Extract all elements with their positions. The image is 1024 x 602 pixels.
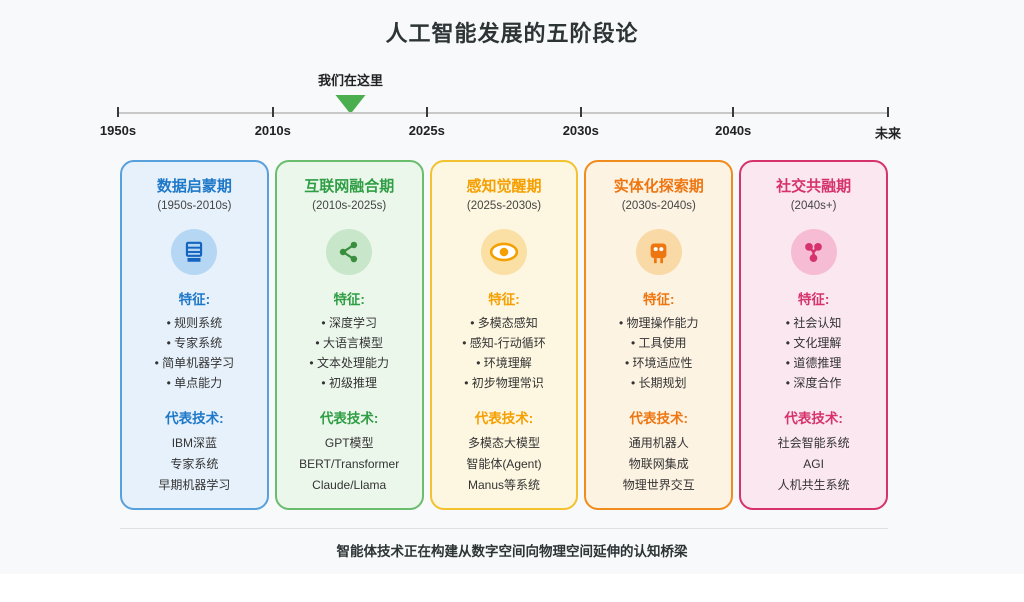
timeline-track <box>118 112 888 114</box>
features-list: 深度学习 大语言模型 文本处理能力 初级推理 <box>281 313 418 393</box>
features-heading: 特征: <box>333 292 365 307</box>
robot-icon <box>635 229 682 275</box>
feature-item: 多模态感知 <box>436 313 573 333</box>
timeline-tick <box>887 107 889 117</box>
tech-item: 智能体(Agent) <box>466 457 542 471</box>
feature-item: 初步物理常识 <box>436 373 573 393</box>
tech-list: IBM深蓝 专家系统 早期机器学习 <box>126 433 263 496</box>
stage-period: (2025s-2030s) <box>466 200 542 212</box>
tech-item: GPT模型 <box>324 436 374 450</box>
timeline-tick <box>732 107 735 117</box>
tech-heading: 代表技术: <box>319 411 379 426</box>
stage-title: 感知觉醒期 <box>466 178 542 195</box>
tech-heading: 代表技术: <box>474 411 534 426</box>
tech-item: BERT/Transformer <box>299 457 400 471</box>
stage-period: (2030s-2040s) <box>621 200 696 212</box>
tech-item: 物理世界交互 <box>622 478 695 492</box>
stage-period: (2010s-2025s) <box>312 200 387 212</box>
footer-divider <box>120 528 888 529</box>
stage-period: (2040s+) <box>790 200 837 212</box>
timeline-tick <box>117 107 119 117</box>
stage-title: 数据启蒙期 <box>156 178 232 195</box>
timeline: 我们在这里 1950s 2010s 2025s 2030s 2040s 未来 <box>100 0 901 150</box>
tech-item: 社会智能系统 <box>777 436 850 450</box>
stage-title: 社交共融期 <box>776 178 852 195</box>
feature-item: 文本处理能力 <box>281 353 418 373</box>
timeline-tick-label: 未来 <box>874 126 902 141</box>
bottom-margin <box>0 574 1024 602</box>
current-position-marker: 我们在这里 <box>318 0 383 114</box>
tech-item: AGI <box>803 457 824 471</box>
tech-heading: 代表技术: <box>784 411 843 426</box>
tech-list: 通用机器人 物联网集成 物理世界交互 <box>590 433 727 496</box>
tech-list: 社会智能系统 AGI 人机共生系统 <box>745 433 882 496</box>
stage-period: (1950s-2010s) <box>157 200 232 212</box>
tech-list: GPT模型 BERT/Transformer Claude/Llama <box>281 433 418 496</box>
stage-title: 互联网融合期 <box>304 178 395 195</box>
stage-card-perception-awakening: 感知觉醒期 (2025s-2030s) 特征: 多模态感知 感知-行动循环 环境… <box>429 160 579 510</box>
features-heading: 特征: <box>178 292 211 307</box>
feature-item: 单点能力 <box>126 373 263 393</box>
feature-item: 规则系统 <box>126 313 263 333</box>
feature-item: 环境理解 <box>436 353 573 373</box>
footer-caption: 智能体技术正在构建从数字空间向物理空间延伸的认知桥梁 <box>336 544 688 559</box>
tech-item: 早期机器学习 <box>158 478 231 492</box>
feature-item: 深度合作 <box>745 373 882 393</box>
features-heading: 特征: <box>797 292 830 307</box>
tech-item: Claude/Llama <box>312 478 387 492</box>
feature-item: 感知-行动循环 <box>436 333 573 353</box>
timeline-tick-label: 2030s <box>562 123 599 138</box>
features-heading: 特征: <box>488 292 520 307</box>
feature-item: 物理操作能力 <box>590 313 727 333</box>
features-heading: 特征: <box>643 292 675 307</box>
tech-item: 专家系统 <box>170 457 219 471</box>
social-network-icon <box>790 229 837 275</box>
feature-item: 社会认知 <box>745 313 882 333</box>
tech-heading: 代表技术: <box>165 411 224 426</box>
stage-card-data-enlightenment: 数据启蒙期 (1950s-2010s) 特征: 规则系统 专家系统 简单机器学习… <box>120 160 269 510</box>
timeline-tick-label: 2010s <box>254 123 291 138</box>
timeline-tick-label: 2025s <box>408 123 445 138</box>
tech-item: Manus等系统 <box>467 478 540 492</box>
timeline-tick <box>271 107 274 117</box>
features-list: 规则系统 专家系统 简单机器学习 单点能力 <box>126 313 263 393</box>
eye-icon <box>480 229 527 275</box>
feature-item: 大语言模型 <box>281 333 418 353</box>
share-icon <box>326 229 373 275</box>
tech-heading: 代表技术: <box>629 411 689 426</box>
tech-item: 物联网集成 <box>628 457 689 471</box>
timeline-tick <box>425 107 428 117</box>
stage-card-social-integration: 社交共融期 (2040s+) 特征: 社会认知 文化理解 道德推理 深度合作 <box>739 160 888 510</box>
feature-item: 文化理解 <box>745 333 882 353</box>
tech-item: 人机共生系统 <box>777 478 850 492</box>
marker-triangle-icon <box>335 95 366 114</box>
feature-item: 深度学习 <box>281 313 418 333</box>
stage-title: 实体化探索期 <box>613 178 704 195</box>
feature-item: 环境适应性 <box>590 353 727 373</box>
features-list: 多模态感知 感知-行动循环 环境理解 初步物理常识 <box>436 313 573 393</box>
stage-cards-row: 数据启蒙期 (1950s-2010s) 特征: 规则系统 专家系统 简单机器学习… <box>120 160 888 510</box>
marker-label: 我们在这里 <box>318 73 384 88</box>
timeline-tick-label: 1950s <box>99 123 137 138</box>
server-icon <box>171 229 218 275</box>
tech-item: IBM深蓝 <box>171 436 218 450</box>
feature-item: 专家系统 <box>126 333 263 353</box>
features-list: 社会认知 文化理解 道德推理 深度合作 <box>745 313 882 393</box>
tech-list: 多模态大模型 智能体(Agent) Manus等系统 <box>436 433 573 496</box>
stage-card-internet-fusion: 互联网融合期 (2010s-2025s) 特征: 深度学习 大语言模型 文本处理… <box>274 160 424 510</box>
features-list: 物理操作能力 工具使用 环境适应性 长期规划 <box>590 313 727 393</box>
feature-item: 长期规划 <box>590 373 727 393</box>
timeline-tick <box>579 107 582 117</box>
feature-item: 初级推理 <box>281 373 418 393</box>
tech-item: 多模态大模型 <box>467 436 540 450</box>
feature-item: 工具使用 <box>590 333 727 353</box>
timeline-tick-label: 2040s <box>715 123 752 138</box>
stage-card-embodied-exploration: 实体化探索期 (2030s-2040s) 特征: 物理操作能力 工具使用 环境适… <box>584 160 734 510</box>
page-title: 人工智能发展的五阶段论 <box>385 21 639 46</box>
feature-item: 简单机器学习 <box>126 353 263 373</box>
tech-item: 通用机器人 <box>628 436 689 450</box>
feature-item: 道德推理 <box>745 353 882 373</box>
